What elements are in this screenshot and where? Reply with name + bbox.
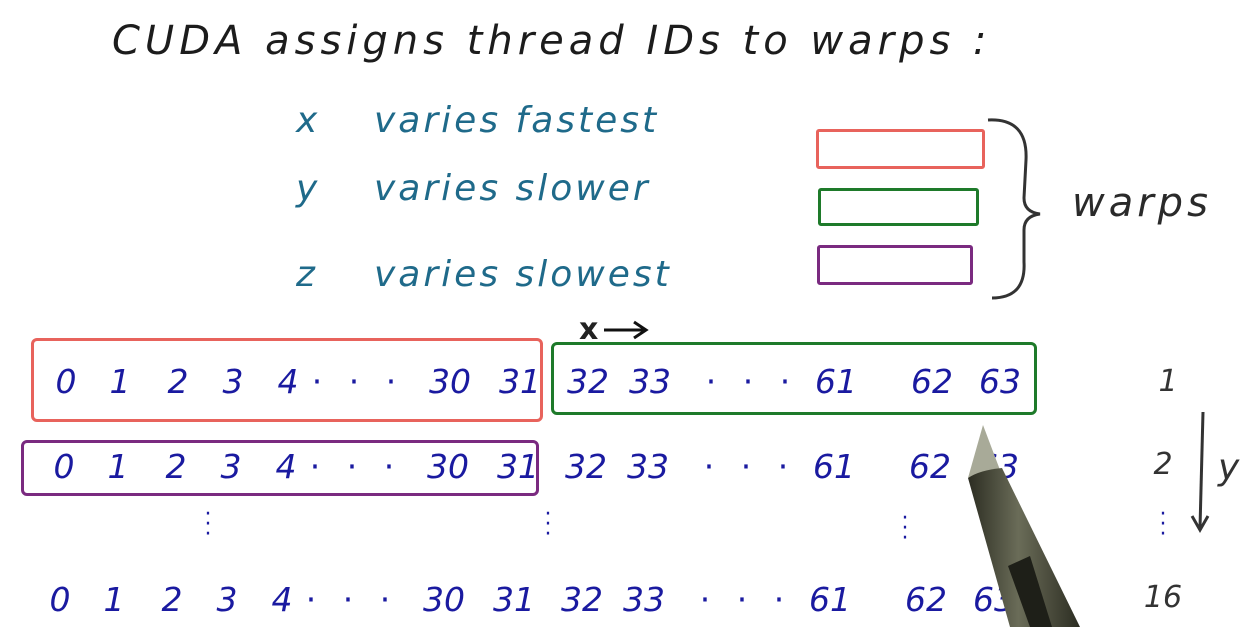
rule-z-text: varies slowest	[374, 254, 672, 295]
thread-id: 61	[809, 580, 851, 619]
ellipsis: · · ·	[311, 362, 405, 401]
rule-z: z varies slowest	[296, 254, 672, 295]
thread-id: 31	[497, 447, 539, 486]
thread-id: 62	[909, 447, 951, 486]
thread-id: 4	[275, 447, 297, 486]
y-value-2: 2	[1153, 447, 1173, 482]
y-arrow-head	[1190, 515, 1210, 534]
thread-id: 30	[423, 580, 465, 619]
ellipsis: · · ·	[705, 362, 799, 401]
pen-grip	[1008, 556, 1052, 627]
page-title: CUDA assigns thread IDs to warps :	[112, 18, 992, 64]
y-arrow-line	[1198, 411, 1205, 529]
thread-id: 0	[53, 447, 75, 486]
ellipsis: · · ·	[699, 580, 793, 619]
thread-id: 2	[165, 447, 187, 486]
legend-warp-purple	[817, 245, 973, 285]
thread-id: 1	[109, 362, 131, 401]
thread-id: 3	[216, 580, 238, 619]
rule-y-text: varies slower	[374, 168, 651, 209]
ellipsis: · · ·	[703, 447, 797, 486]
legend-warp-red	[816, 129, 985, 169]
thread-id: 3	[222, 362, 244, 401]
vertical-ellipsis-right: ···	[901, 506, 909, 551]
y-value-1: 1	[1158, 364, 1178, 399]
x-arrow-head	[633, 320, 649, 340]
rule-z-axis: z	[296, 254, 318, 295]
thread-id: 61	[815, 362, 857, 401]
y-vertical-ellipsis: ···	[1159, 502, 1167, 547]
thread-id: 2	[161, 580, 183, 619]
ellipsis: · · ·	[305, 580, 399, 619]
thread-id: 63	[979, 362, 1021, 401]
thread-id: 32	[565, 447, 607, 486]
rule-y-axis: y	[296, 168, 321, 209]
pen-tip	[968, 425, 1000, 478]
thread-id: 0	[49, 580, 71, 619]
thread-id: 0	[55, 362, 77, 401]
y-value-16: 16	[1143, 580, 1183, 615]
thread-id: 33	[629, 362, 671, 401]
warps-brace	[987, 118, 1041, 300]
thread-id: 61	[813, 447, 855, 486]
rule-x-axis: x	[296, 100, 321, 141]
thread-id: 4	[277, 362, 299, 401]
x-arrow-label: x	[579, 312, 599, 347]
rule-x: x varies fastest	[296, 100, 659, 141]
row1-warp-green	[551, 342, 1037, 415]
rule-y: y varies slower	[296, 168, 651, 209]
thread-id: 2	[167, 362, 189, 401]
vertical-ellipsis-left: ···	[204, 502, 212, 547]
thread-id: 30	[429, 362, 471, 401]
y-axis-label: y	[1218, 447, 1240, 488]
thread-id: 30	[427, 447, 469, 486]
warps-label: warps	[1072, 180, 1212, 226]
thread-id: 31	[499, 362, 541, 401]
thread-id: 3	[220, 447, 242, 486]
rule-x-text: varies fastest	[374, 100, 660, 141]
thread-id: 31	[493, 580, 535, 619]
legend-warp-green	[818, 188, 979, 226]
thread-id: 1	[103, 580, 125, 619]
thread-id: 33	[627, 447, 669, 486]
thread-id: 1	[107, 447, 129, 486]
row1-warp-red	[31, 338, 543, 422]
thread-id: 32	[567, 362, 609, 401]
pen-body	[968, 468, 1080, 627]
vertical-ellipsis-middle: ···	[544, 502, 552, 547]
thread-id: 33	[623, 580, 665, 619]
row2-warp-purple	[21, 440, 539, 496]
thread-id: 62	[911, 362, 953, 401]
thread-id: 62	[905, 580, 947, 619]
thread-id: 32	[561, 580, 603, 619]
thread-id: 4	[271, 580, 293, 619]
ellipsis: · · ·	[309, 447, 403, 486]
